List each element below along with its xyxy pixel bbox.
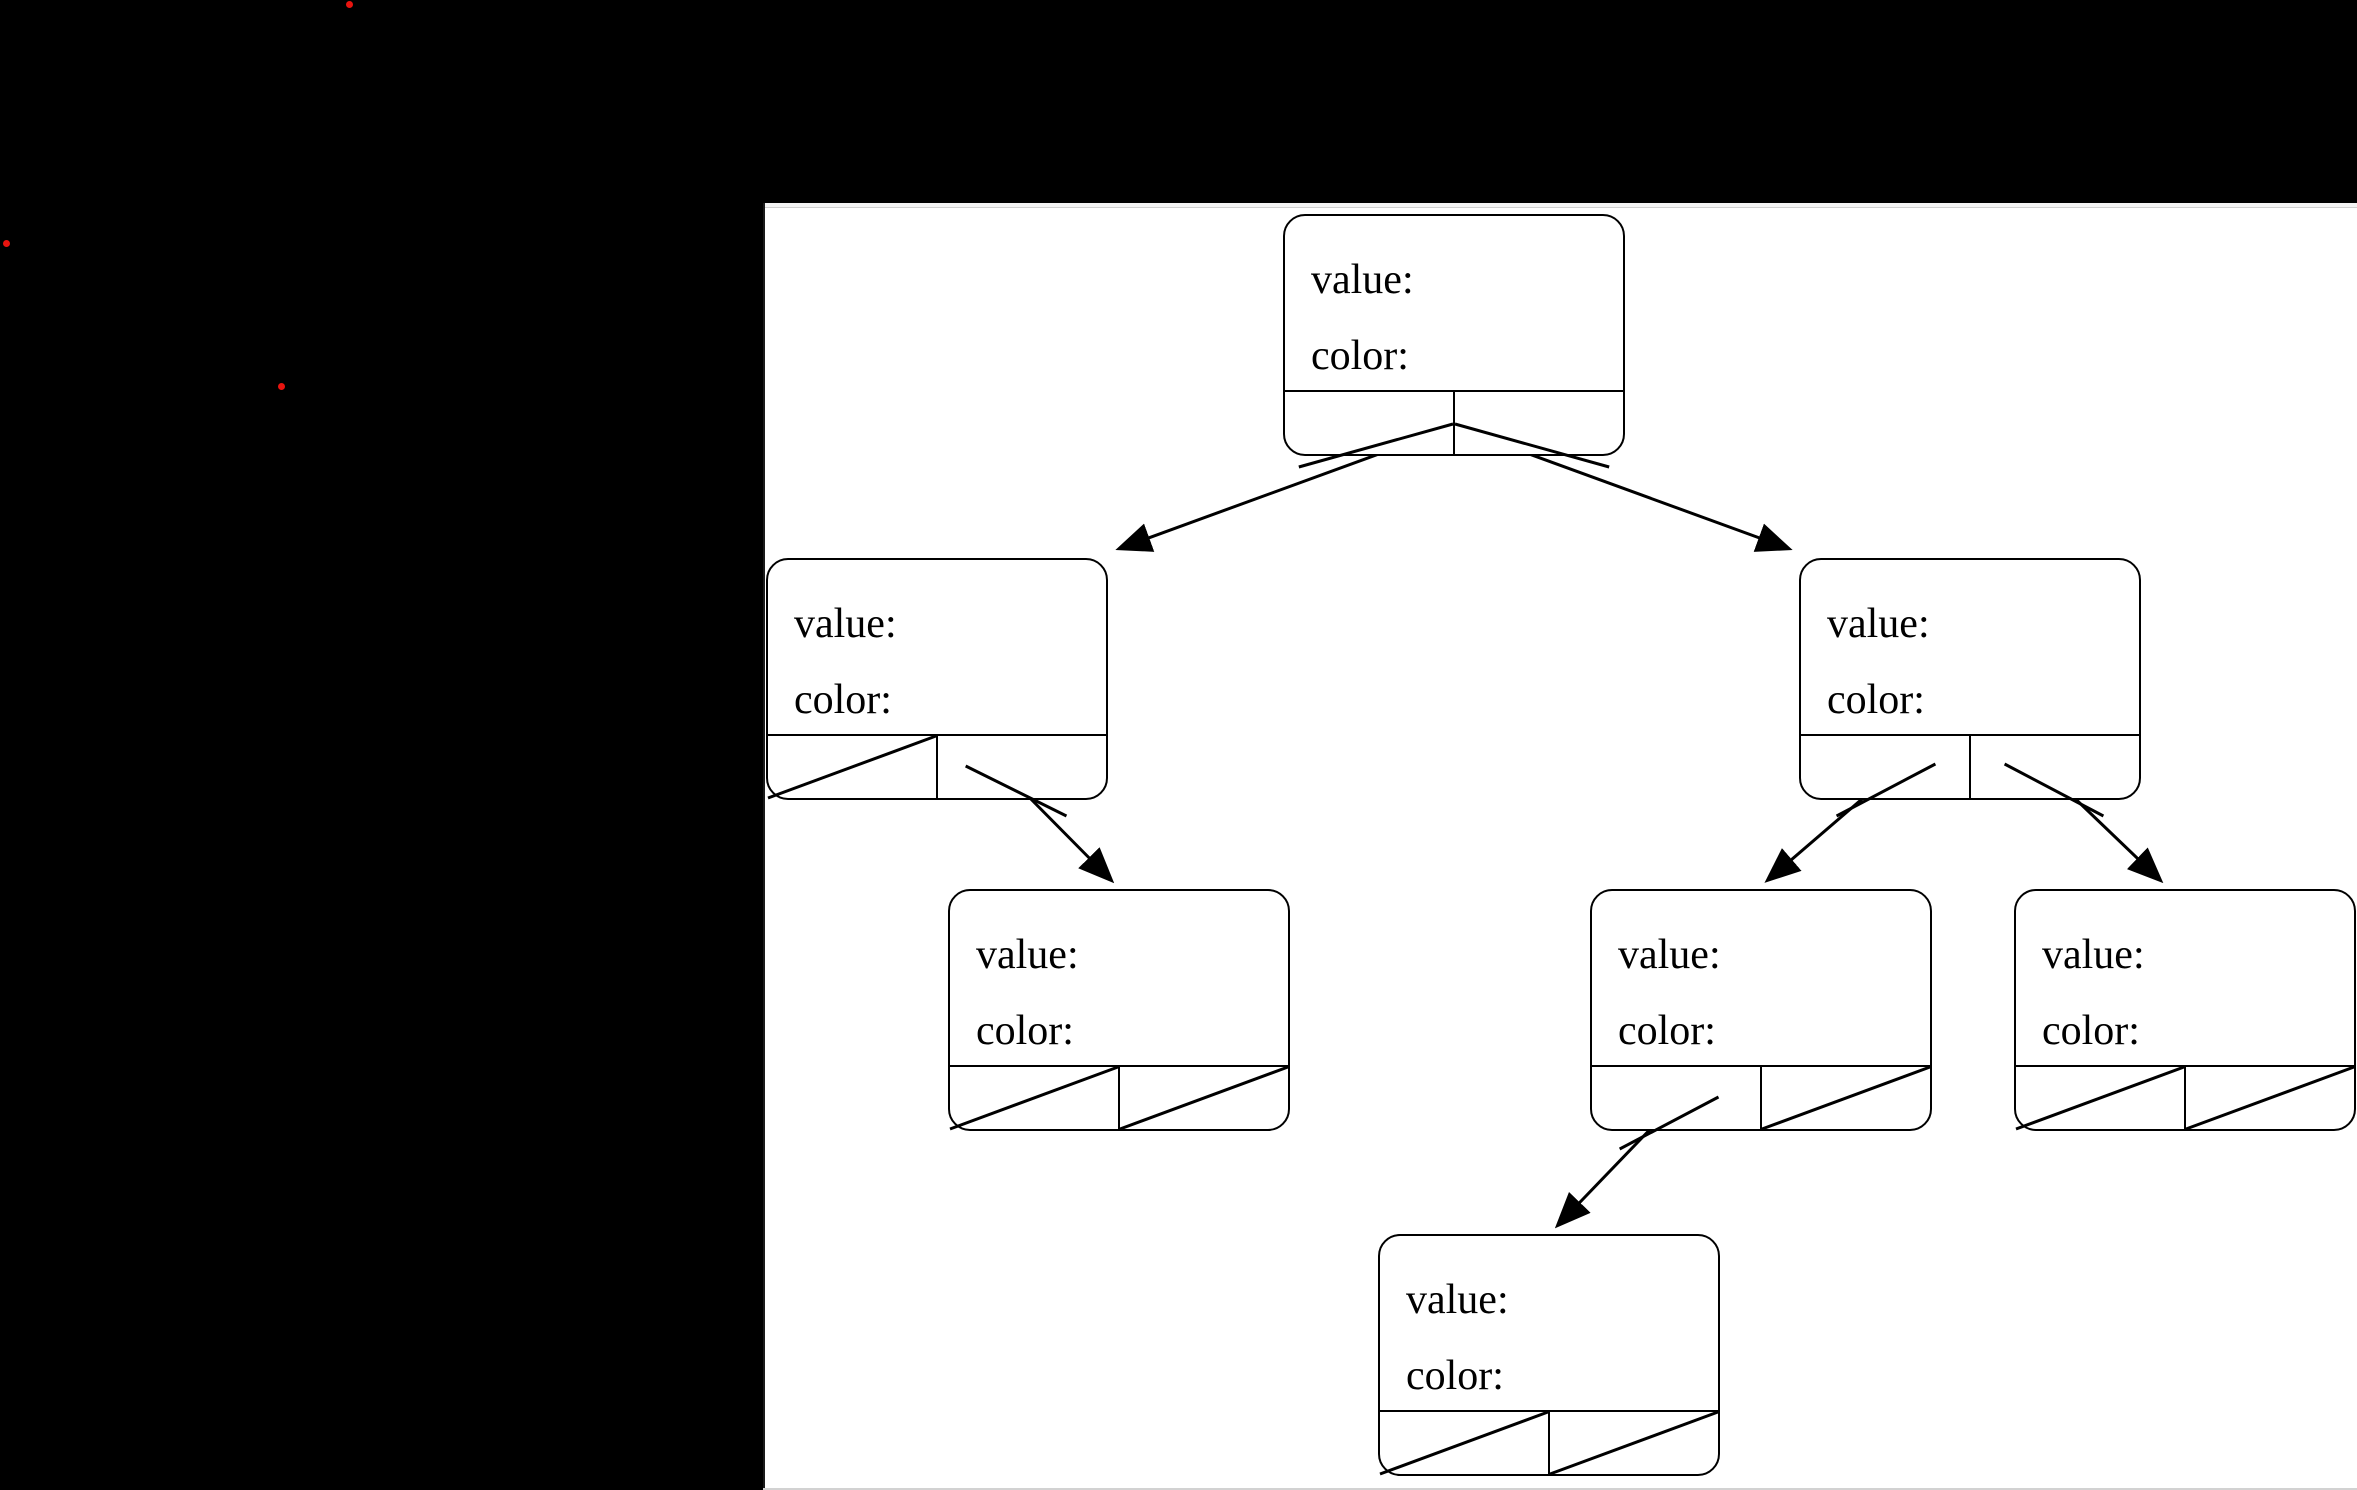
node-root-color-label: color:	[1311, 333, 1409, 379]
node-leaf-b-fields: value: color:	[1592, 891, 1930, 1071]
node-leaf-c-pointer-row	[2015, 1065, 2355, 1131]
panel-bottom-rule	[763, 1488, 2357, 1490]
node-right-child-right-pointer-cell[interactable]	[1971, 736, 2139, 818]
panel-top-strip	[763, 203, 2357, 208]
node-left-child[interactable]: value: color:	[766, 558, 1108, 818]
node-right-child-pointer-row	[1801, 734, 2139, 818]
node-right-child-left-pointer-cell[interactable]	[1801, 736, 1971, 818]
node-root-value-label: value:	[1311, 257, 1414, 303]
right-pointer-link-stub	[1454, 422, 1610, 469]
node-leaf-b-right-pointer-cell[interactable]	[1761, 1065, 1931, 1131]
left-pointer-link-stub	[1298, 422, 1454, 469]
right-pointer-link-stub	[965, 764, 1068, 818]
null-pointer-slash-icon	[2015, 1065, 2185, 1131]
null-pointer-slash-icon	[1761, 1065, 1931, 1131]
red-marker-dot-3	[278, 383, 285, 390]
node-left-child-color-label: color:	[794, 677, 892, 723]
node-right-child-fields: value: color:	[1801, 560, 2139, 740]
panel-left-edge	[763, 203, 765, 1490]
node-leaf-b[interactable]: value: color:	[1590, 889, 1932, 1151]
node-leaf-c[interactable]: value: color:	[2014, 889, 2356, 1131]
node-leaf-a-value-label: value:	[976, 932, 1079, 978]
node-leaf-c-right-pointer-cell[interactable]	[2185, 1065, 2355, 1131]
node-left-child-fields: value: color:	[768, 560, 1106, 740]
null-pointer-slash-icon	[1379, 1410, 1549, 1476]
node-left-child-value-label: value:	[794, 601, 897, 647]
diagram-panel: value: color: value: color	[763, 203, 2357, 1490]
node-leaf-d-color-label: color:	[1406, 1353, 1504, 1399]
node-root-pointer-row	[1285, 390, 1623, 469]
node-root-right-pointer-cell[interactable]	[1454, 392, 1623, 469]
left-pointer-link-stub	[1835, 762, 1937, 818]
node-leaf-d-left-pointer-cell[interactable]	[1379, 1410, 1550, 1476]
node-leaf-c-color-label: color:	[2042, 1008, 2140, 1054]
null-pointer-slash-icon	[767, 734, 937, 800]
node-leaf-a[interactable]: value: color:	[948, 889, 1290, 1131]
red-marker-dot-1	[346, 1, 353, 8]
null-pointer-slash-icon	[1549, 1410, 1719, 1476]
node-leaf-b-value-label: value:	[1618, 932, 1721, 978]
node-leaf-a-right-pointer-cell[interactable]	[1119, 1065, 1289, 1131]
node-leaf-a-left-pointer-cell[interactable]	[949, 1065, 1120, 1131]
node-leaf-d-fields: value: color:	[1380, 1236, 1718, 1416]
node-leaf-c-value-label: value:	[2042, 932, 2145, 978]
node-leaf-a-fields: value: color:	[950, 891, 1288, 1071]
null-pointer-slash-icon	[2185, 1065, 2355, 1131]
red-marker-dot-2	[3, 240, 10, 247]
node-leaf-d-pointer-row	[1379, 1410, 1719, 1476]
node-left-child-left-pointer-cell[interactable]	[767, 734, 938, 800]
null-pointer-slash-icon	[949, 1065, 1119, 1131]
node-leaf-d-value-label: value:	[1406, 1277, 1509, 1323]
node-leaf-c-left-pointer-cell[interactable]	[2015, 1065, 2186, 1131]
node-root-fields: value: color:	[1285, 216, 1623, 396]
node-root-left-pointer-cell[interactable]	[1285, 392, 1455, 469]
null-pointer-slash-icon	[1119, 1065, 1289, 1131]
edge-root-to-left-child	[1115, 441, 1410, 552]
node-left-child-pointer-row	[767, 734, 1106, 818]
node-leaf-c-fields: value: color:	[2016, 891, 2354, 1071]
node-root[interactable]: value: color:	[1283, 214, 1625, 469]
node-leaf-b-left-pointer-cell[interactable]	[1592, 1067, 1762, 1151]
node-leaf-d-right-pointer-cell[interactable]	[1549, 1410, 1719, 1476]
node-left-child-right-pointer-cell[interactable]	[938, 736, 1106, 818]
node-leaf-a-color-label: color:	[976, 1008, 1074, 1054]
node-right-child-color-label: color:	[1827, 677, 1925, 723]
node-leaf-a-pointer-row	[949, 1065, 1289, 1131]
edge-right-child-to-leaf-b	[1764, 785, 1877, 883]
node-leaf-d[interactable]: value: color:	[1378, 1234, 1720, 1476]
left-pointer-link-stub	[1618, 1095, 1720, 1151]
node-right-child[interactable]: value: color:	[1799, 558, 2141, 818]
node-right-child-value-label: value:	[1827, 601, 1930, 647]
right-pointer-link-stub	[2003, 762, 2105, 818]
node-leaf-b-color-label: color:	[1618, 1008, 1716, 1054]
edge-root-to-right-child	[1498, 441, 1793, 552]
node-leaf-b-pointer-row	[1592, 1065, 1931, 1151]
